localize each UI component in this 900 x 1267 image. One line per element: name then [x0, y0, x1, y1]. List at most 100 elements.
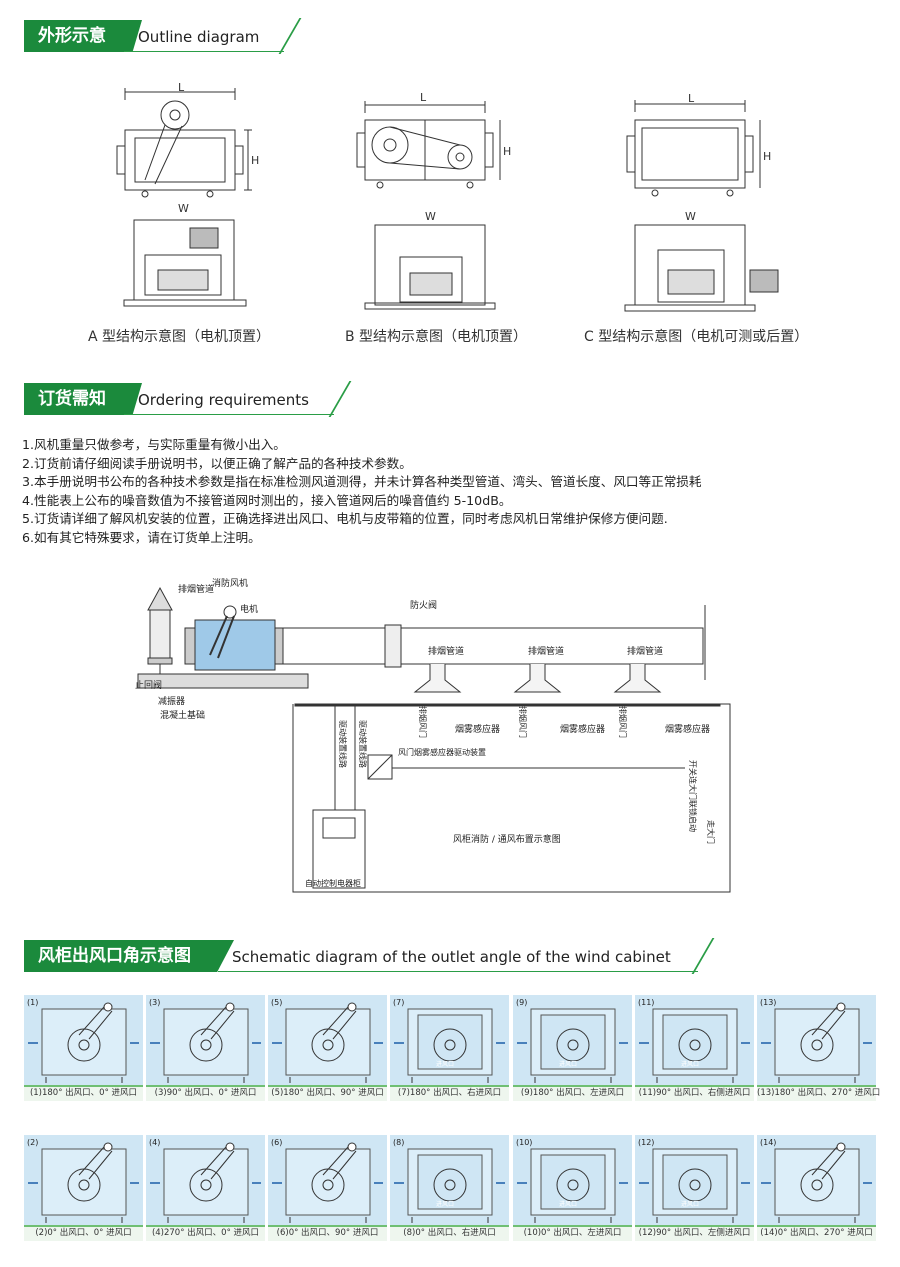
label-concrete-base: 混凝土基础 [160, 709, 205, 721]
outlet-angle-number: (4) [149, 1138, 161, 1147]
outline-diagram-a: L H W [116, 81, 259, 307]
label-exhaust-outlet: 排烟风门 [518, 706, 528, 738]
label-door-switch: 开关连大门联锁启动 [688, 760, 698, 832]
outlet-angle-caption: (1)180° 出风口、0° 进风口 [24, 1085, 143, 1101]
outlet-angle-number: (6) [271, 1138, 283, 1147]
outlet-angle-thumbnail: (12) 进风口 (12)90° 出风口、左侧进风口 [635, 1135, 754, 1241]
outlet-angle-number: (1) [27, 998, 39, 1007]
caption-a: A 型结构示意图（电机顶置） [88, 329, 271, 345]
outlet-angle-number: (5) [271, 998, 283, 1007]
outlet-angle-number: (9) [516, 998, 528, 1007]
dim-W: W [425, 210, 436, 223]
outlet-angle-number: (11) [638, 998, 655, 1007]
requirement-item: 2.订货前请仔细阅读手册说明书，以便正确了解产品的各种技术参数。 [22, 455, 412, 471]
outlet-angle-thumbnail: (1) (1)180° 出风口、0° 进风口 [24, 995, 143, 1101]
outlet-angle-caption: (12)90° 出风口、左侧进风口 [635, 1225, 754, 1241]
outlet-angle-thumbnail: (8) 进风口 (8)0° 出风口、右进风口 [390, 1135, 509, 1241]
inlet-label: 进风口 [681, 1061, 700, 1068]
dim-L: L [420, 91, 427, 104]
outlet-angle-thumbnail: (13) (13)180° 出风口、270° 进风口 [757, 995, 880, 1101]
outlet-angle-thumbnail: (6) (6)0° 出风口、90° 进风口 [268, 1135, 387, 1241]
caption-c: C 型结构示意图（电机可测或后置） [584, 329, 809, 345]
outlet-angle-caption: (14)0° 出风口、270° 进风口 [757, 1225, 876, 1241]
inlet-label: 进风口 [436, 1201, 455, 1208]
label-drive-line: 驱动装置线路 [358, 720, 368, 768]
outlet-angle-thumbnail: (11) 进风口 (11)90° 出风口、右侧进风口 [635, 995, 754, 1101]
dim-L: L [178, 81, 185, 94]
outlet-angle-thumbnail: (3) (3)90° 出风口、0° 进风口 [146, 995, 265, 1101]
section-title-en: Ordering requirements [124, 383, 334, 415]
outlet-angle-caption: (13)180° 出风口、270° 进风口 [757, 1085, 880, 1101]
outlet-angle-caption: (10)0° 出风口、左进风口 [513, 1225, 632, 1241]
label-big-door: 走大门 [706, 820, 716, 844]
dim-L: L [688, 92, 695, 105]
outlet-angle-number: (12) [638, 1138, 655, 1147]
outlet-angle-thumbnail: (9) 进风口 (9)180° 出风口、左进风口 [513, 995, 632, 1101]
label-exhaust-outlet: 排烟风门 [418, 706, 428, 738]
label-smoke-sensor: 烟雾感应器 [665, 723, 710, 735]
outlet-angle-number: (2) [27, 1138, 39, 1147]
dim-W: W [685, 210, 696, 223]
dim-H: H [503, 145, 511, 158]
outlet-angle-caption: (2)0° 出风口、0° 进风口 [24, 1225, 143, 1241]
outlet-angle-number: (7) [393, 998, 405, 1007]
label-exhaust-outlet: 排烟风门 [618, 706, 628, 738]
label-exhaust-pipe-vertical: 排烟管道 [178, 583, 214, 595]
requirement-item: 1.风机重量只做参考，与实际重量有微小出入。 [22, 437, 286, 452]
inlet-label: 进风口 [681, 1201, 700, 1208]
section-title-cn: 外形示意 [24, 20, 142, 52]
requirement-item: 3.本手册说明书公布的各种技术参数是指在标准检测风道测得，并未计算各种类型管道、… [22, 474, 702, 489]
outlet-angle-caption: (6)0° 出风口、90° 进风口 [268, 1225, 387, 1241]
outlet-angle-caption: (4)270° 出风口、0° 进风口 [146, 1225, 265, 1241]
requirement-item: 6.如有其它特殊要求，请在订货单上注明。 [22, 529, 261, 545]
label-damper-sensor: 风门烟雾感应器驱动装置 [398, 747, 486, 757]
outlet-angle-thumbnail: (5) (5)180° 出风口、90° 进风口 [268, 995, 387, 1101]
system-layout-diagram: 消防风机 电机 排烟管道 防火阀 排烟管道 排烟管道 排烟管道 止回阀 减振器 … [135, 577, 731, 893]
outline-diagram-b: L H W [356, 91, 511, 310]
label-fan: 消防风机 [212, 577, 248, 589]
label-motor: 电机 [240, 603, 258, 615]
outlet-angle-number: (10) [516, 1138, 533, 1147]
label-smoke-sensor: 烟雾感应器 [560, 723, 605, 735]
inlet-label: 进风口 [559, 1061, 578, 1068]
outline-diagram-c: L H W [624, 92, 779, 312]
outlet-angle-thumbnail: (4) (4)270° 出风口、0° 进风口 [146, 1135, 265, 1241]
outlet-angle-thumbnail: (14) (14)0° 出风口、270° 进风口 [757, 1135, 876, 1241]
outlet-angle-thumbnail: (10) 进风口 (10)0° 出风口、左进风口 [513, 1135, 632, 1241]
requirement-item: 5.订货请详细了解风机安装的位置，正确选择进出风口、电机与皮带箱的位置，同时考虑… [22, 511, 668, 526]
dim-H: H [251, 154, 259, 167]
label-damper: 减振器 [158, 695, 185, 707]
section-title-en: Outline diagram [124, 20, 284, 52]
dim-W: W [178, 202, 189, 215]
outlet-angle-caption: (9)180° 出风口、左进风口 [513, 1085, 632, 1101]
outlet-angle-caption: (11)90° 出风口、右侧进风口 [635, 1085, 754, 1101]
outlet-angle-caption: (7)180° 出风口、右进风口 [390, 1085, 509, 1101]
section-title-cn: 订货需知 [24, 383, 142, 415]
outlet-angle-thumbnail: (2) (2)0° 出风口、0° 进风口 [24, 1135, 143, 1241]
label-check-valve: 止回阀 [135, 679, 162, 691]
caption-b: B 型结构示意图（电机顶置） [345, 329, 528, 345]
label-drive-line: 驱动装置线路 [338, 720, 348, 768]
label-exhaust-pipe: 排烟管道 [428, 645, 464, 657]
outlet-angle-caption: (8)0° 出风口、右进风口 [390, 1225, 509, 1241]
outlet-angle-number: (13) [760, 998, 777, 1007]
label-exhaust-pipe: 排烟管道 [627, 645, 663, 657]
label-fire-damper: 防火阀 [410, 599, 437, 611]
requirement-item: 4.性能表上公布的噪音数值为不接管道网时测出的，接入管道网后的噪音值约 5-10… [22, 492, 512, 508]
label-layout-title: 风柜消防 / 通风布置示意图 [453, 833, 561, 845]
section-title-en: Schematic diagram of the outlet angle of… [218, 940, 698, 972]
label-exhaust-pipe: 排烟管道 [528, 645, 564, 657]
requirements-list: 1.风机重量只做参考，与实际重量有微小出入。 2.订货前请仔细阅读手册说明书，以… [22, 436, 882, 547]
outlet-angle-number: (3) [149, 998, 161, 1007]
outlet-angle-caption: (3)90° 出风口、0° 进风口 [146, 1085, 265, 1101]
dim-H: H [763, 150, 771, 163]
label-smoke-sensor: 烟雾感应器 [455, 723, 500, 735]
outlet-angle-number: (8) [393, 1138, 405, 1147]
label-control-cabinet: 自动控制电器柜 [305, 878, 361, 888]
outlet-angle-caption: (5)180° 出风口、90° 进风口 [268, 1085, 387, 1101]
inlet-label: 进风口 [559, 1201, 578, 1208]
outlet-angle-thumbnail: (7) 进风口 (7)180° 出风口、右进风口 [390, 995, 509, 1101]
section-title-cn: 风柜出风口角示意图 [24, 940, 234, 972]
inlet-label: 进风口 [436, 1061, 455, 1068]
outlet-angle-number: (14) [760, 1138, 777, 1147]
